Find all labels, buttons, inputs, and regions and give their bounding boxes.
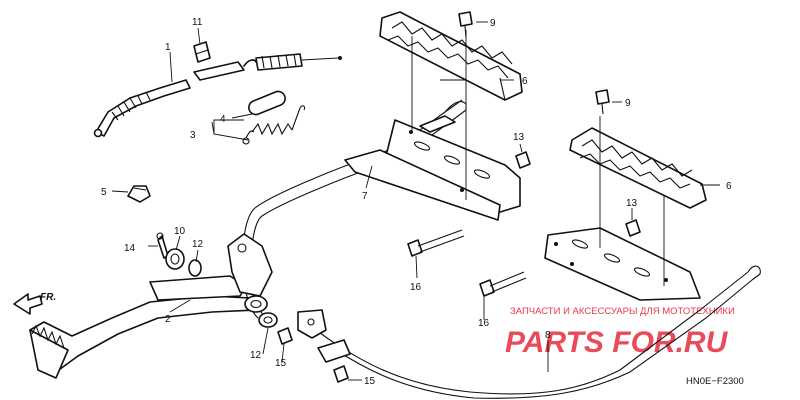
callout-15-lower-left: 15	[275, 358, 287, 369]
callout-14: 14	[124, 243, 136, 254]
callout-16-right: 16	[478, 318, 490, 329]
front-label: FR.	[40, 292, 56, 303]
callout-11: 11	[192, 17, 203, 28]
callout-6-upper: 6	[522, 76, 528, 87]
pivot-hardware	[156, 151, 641, 328]
fasteners	[277, 11, 610, 383]
grommet	[127, 185, 151, 203]
return-spring-set	[242, 90, 306, 145]
callout-7: 7	[362, 191, 368, 202]
front-direction-indicator: FR.	[13, 292, 56, 315]
front-arrow-icon	[13, 293, 43, 315]
callout-9-lower: 9	[625, 98, 631, 109]
callout-13-lower: 13	[626, 198, 638, 209]
callout-12-lower: 12	[250, 350, 262, 361]
leader-lines	[111, 21, 720, 381]
brake-cable	[93, 53, 342, 138]
watermark: ЗАПЧАСТИ И АКСЕССУАРЫ ДЛЯ МОТОТЕХНИКИ PA…	[505, 306, 735, 359]
callouts: 1 11 4 3 5 10 14 12 2 12 15 15 7 16 16 9…	[101, 17, 732, 387]
watermark-logo: PARTS FOR.RU	[505, 326, 729, 359]
callout-16-left: 16	[410, 282, 422, 293]
watermark-caption: ЗАПЧАСТИ И АКСЕССУАРЫ ДЛЯ МОТОТЕХНИКИ	[510, 306, 735, 317]
callout-9-upper: 9	[490, 18, 496, 29]
callout-15-bottom: 15	[364, 376, 376, 387]
callout-5: 5	[101, 187, 107, 198]
diagram-code: HN0E−F2300	[686, 376, 744, 387]
callout-12-upper: 12	[192, 239, 204, 250]
footpeg-lower	[569, 127, 707, 209]
callout-13-upper: 13	[513, 132, 525, 143]
callout-10: 10	[174, 226, 186, 237]
callout-3: 3	[190, 130, 196, 141]
callout-4: 4	[220, 114, 226, 125]
brake-pedal	[29, 233, 273, 379]
callout-1: 1	[165, 42, 171, 53]
footrest-bracket-upper	[344, 115, 521, 221]
callout-6-lower: 6	[726, 181, 732, 192]
callout-8: 8	[545, 330, 551, 341]
footrest-bracket-lower	[544, 227, 701, 301]
cable-clip	[193, 41, 211, 63]
callout-2: 2	[165, 314, 171, 325]
footpeg-upper	[379, 11, 523, 101]
